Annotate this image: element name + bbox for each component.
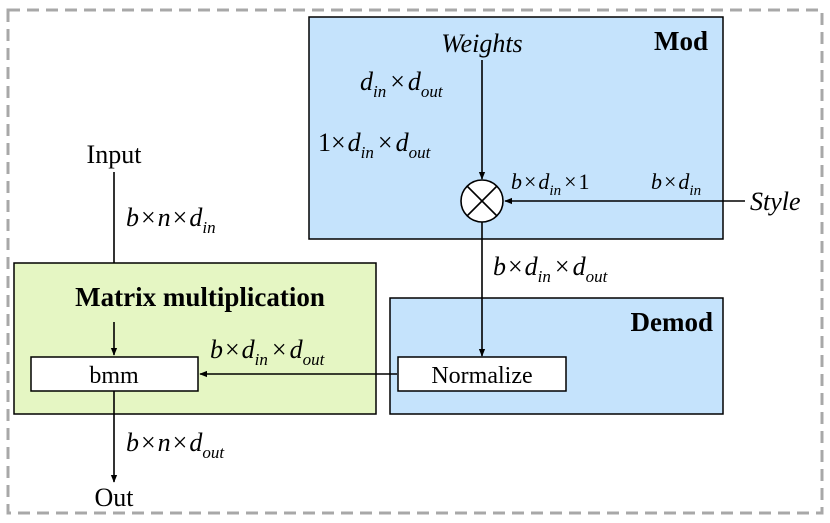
normalize-node: Normalize bbox=[397, 356, 567, 392]
style-shape-label: b×din bbox=[651, 169, 701, 199]
weights-label: Weights bbox=[441, 29, 522, 58]
mod-block: Mod bbox=[308, 16, 724, 240]
out-label: Out bbox=[95, 483, 135, 512]
output-shape-label: b×n×dout bbox=[126, 428, 225, 462]
multiply-node bbox=[460, 179, 504, 223]
outer-dashed-border bbox=[6, 8, 824, 515]
demod-title: Demod bbox=[631, 307, 714, 337]
matmul-title: Matrix multiplication bbox=[75, 282, 325, 312]
demod-block: Demod bbox=[389, 297, 724, 415]
input-label: Input bbox=[87, 140, 143, 169]
normalized-shape-label: b×din×dout bbox=[210, 335, 326, 369]
modulated-shape-label: b×din×dout bbox=[493, 252, 609, 286]
normalize-label: Normalize bbox=[431, 363, 532, 389]
input-shape-label: b×n×din bbox=[126, 203, 216, 237]
style-label: Style bbox=[750, 187, 801, 216]
bmm-label: bmm bbox=[89, 363, 139, 389]
weights-shape-label: din×dout bbox=[360, 67, 444, 101]
style-expanded-label: b×din×1 bbox=[511, 169, 590, 199]
bmm-node: bmm bbox=[30, 356, 199, 392]
connector-arrows bbox=[110, 60, 745, 483]
mod-title: Mod bbox=[654, 26, 708, 56]
weights-expanded-label: 1×din×dout bbox=[318, 128, 432, 162]
